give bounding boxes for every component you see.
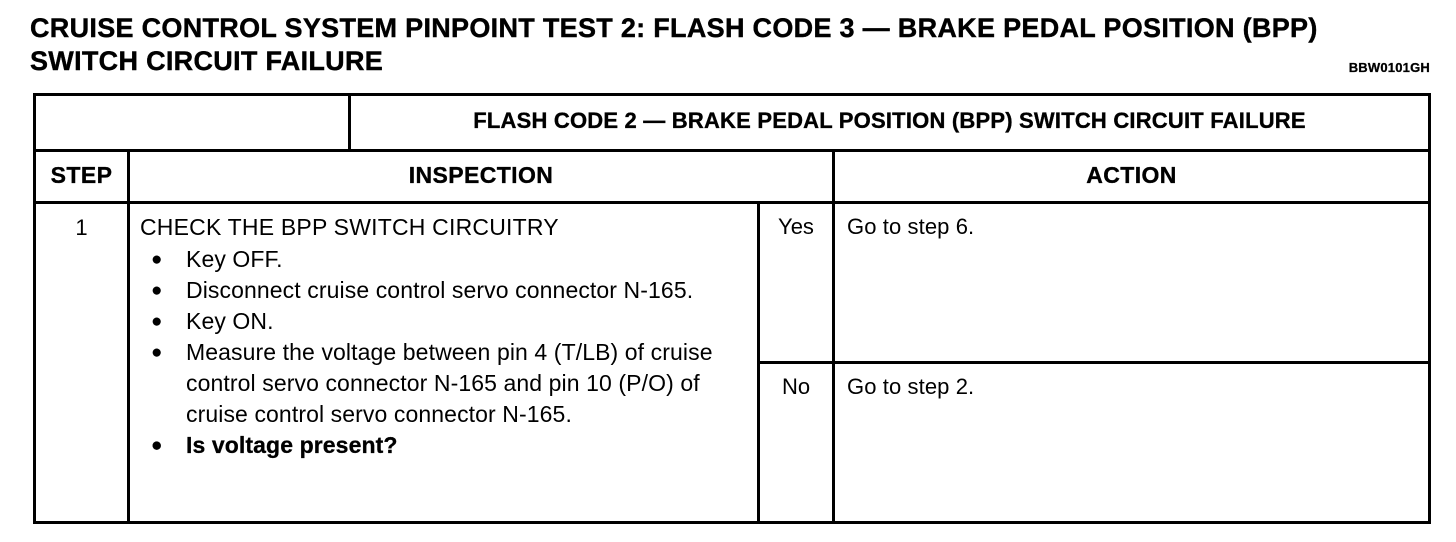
inspection-title: CHECK THE BPP SWITCH CIRCUITRY — [140, 213, 559, 240]
document-reference-code: BBW0101GH — [1348, 60, 1430, 75]
list-item-text: Measure the voltage between pin 4 (T/LB)… — [186, 338, 713, 427]
column-header-inspection: INSPECTION — [127, 148, 835, 204]
list-item-text: Is voltage present? — [186, 431, 398, 458]
column-header-action: ACTION — [832, 148, 1431, 204]
pinpoint-test-table: FLASH CODE 2 — BRAKE PEDAL POSITION (BPP… — [33, 93, 1431, 525]
list-item: ● Disconnect cruise control servo connect… — [138, 275, 749, 306]
page-title: CRUISE CONTROL SYSTEM PINPOINT TEST 2: F… — [30, 13, 1318, 76]
list-item-text: Key OFF. — [186, 245, 283, 272]
banner-blank-cell — [33, 93, 351, 152]
list-item: ● Measure the voltage between pin 4 (T/LB… — [138, 337, 749, 430]
result-label-yes: Yes — [757, 200, 835, 364]
list-item-text: Key ON. — [186, 307, 274, 334]
result-action-yes: Go to step 6. — [832, 200, 1431, 364]
bullet-icon: ● — [151, 310, 163, 332]
column-header-step: STEP — [33, 148, 130, 204]
result-label-no: No — [757, 360, 835, 525]
table-row: 1 CHECK THE BPP SWITCH CIRCUITRY ● Key OF… — [33, 200, 1431, 525]
bullet-icon: ● — [151, 248, 163, 270]
list-item: ● Key ON. — [138, 306, 749, 337]
table-column-header-row: STEP INSPECTION ACTION — [33, 148, 1431, 204]
table-row: No Go to step 2. — [35, 360, 1431, 525]
flash-code-banner: FLASH CODE 2 — BRAKE PEDAL POSITION (BPP… — [348, 93, 1431, 152]
document-header: CRUISE CONTROL SYSTEM PINPOINT TEST 2: F… — [30, 12, 1430, 78]
list-item: ● Is voltage present? — [138, 430, 749, 461]
list-item-text: Disconnect cruise control servo connecto… — [186, 276, 694, 303]
bullet-icon: ● — [151, 279, 163, 301]
bullet-icon: ● — [151, 434, 163, 456]
step-number: 1 — [33, 200, 130, 525]
bullet-icon: ● — [151, 341, 163, 363]
inspection-step-list: ● Key OFF. ● Disconnect cruise control ser… — [138, 244, 749, 461]
list-item: ● Key OFF. — [138, 244, 749, 275]
table-banner-row: FLASH CODE 2 — BRAKE PEDAL POSITION (BPP… — [33, 93, 1431, 152]
result-action-no: Go to step 2. — [832, 360, 1431, 525]
inspection-cell: CHECK THE BPP SWITCH CIRCUITRY ● Key OFF.… — [127, 200, 760, 525]
